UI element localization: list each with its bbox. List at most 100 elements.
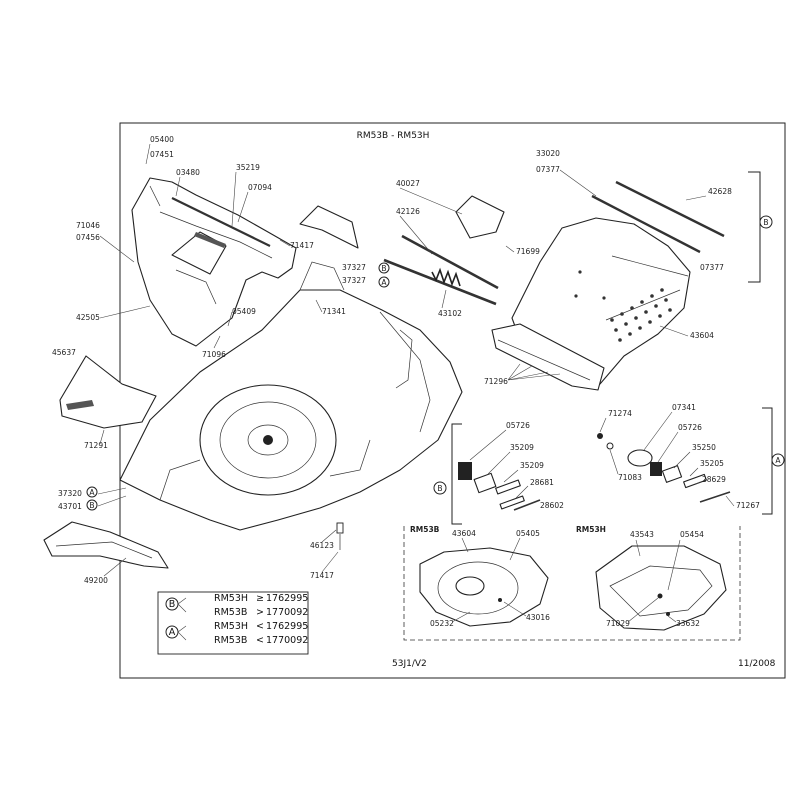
part-label: 05400: [150, 135, 174, 144]
part-label: 28629: [702, 475, 726, 484]
legend-row-3-op: <: [256, 621, 264, 632]
inset-frame: [403, 526, 741, 641]
legend-row-3-value: 1762995: [266, 621, 308, 632]
part-label: 05726: [678, 423, 702, 432]
part-label: 37327: [342, 276, 366, 285]
rod-42628: [615, 180, 725, 238]
part-label: 03480: [176, 168, 200, 177]
part-label: 49200: [84, 576, 108, 585]
part-label: 46123: [310, 541, 334, 550]
part-label: 42628: [708, 187, 732, 196]
legend-row-1-value: 1762995: [266, 593, 308, 604]
legend-b-letter: B: [169, 599, 176, 610]
callout-b-axle: B: [381, 264, 386, 273]
legend-a-letter: A: [169, 627, 176, 638]
shield-rm53h: [595, 545, 727, 631]
part-label: 07341: [672, 403, 696, 412]
part-labels: 05400 07451 03480 35219 07094 71046 0745…: [52, 135, 785, 628]
legend-row-3-model: RM53H: [214, 621, 248, 632]
part-label: 40027: [396, 179, 420, 188]
part-label: 43016: [526, 613, 550, 622]
part-label: 43102: [438, 309, 462, 318]
grass-bag: [491, 217, 691, 391]
hub-set-b: [458, 462, 541, 511]
part-label: 35205: [700, 459, 724, 468]
part-label: 43543: [630, 530, 654, 539]
part-label: 35250: [692, 443, 716, 452]
callout-b-deck: B: [89, 501, 94, 510]
part-label: 43604: [452, 529, 476, 538]
part-label: 43604: [690, 331, 714, 340]
legend-row-2-op: >: [256, 607, 264, 618]
footer-code: 53J1/V2: [392, 659, 427, 669]
part-label: 05454: [680, 530, 704, 539]
part-label: 71096: [202, 350, 226, 359]
part-label: 35219: [236, 163, 260, 172]
part-label: 05232: [430, 619, 454, 628]
hub-set-a: [597, 433, 731, 503]
part-label: 71291: [84, 441, 108, 450]
footer-date: 11/2008: [738, 659, 776, 669]
page-title: RM53B - RM53H: [357, 131, 430, 141]
part-label: 71699: [516, 247, 540, 256]
legend-row-4-op: <: [256, 635, 264, 646]
bracket-a: [762, 407, 773, 515]
callout-a-hub: A: [775, 456, 781, 465]
part-label: 35209: [520, 461, 544, 470]
part-label: 05726: [506, 421, 530, 430]
legend-row-1-model: RM53H: [214, 593, 248, 604]
flap-40027: [455, 195, 505, 239]
callout-b-bag: B: [763, 218, 768, 227]
shield-rm53b: [419, 547, 549, 627]
side-plate-stripe: [66, 400, 94, 410]
rod-03480: [171, 197, 271, 247]
part-label: 42126: [396, 207, 420, 216]
axle-42126: [401, 234, 499, 290]
part-label: 07456: [76, 233, 100, 242]
legend-row-2-model: RM53B: [214, 607, 247, 618]
axle-lower: [383, 258, 497, 306]
inset-title-rm53h: RM53H: [576, 525, 606, 534]
part-label: 28681: [530, 478, 554, 487]
part-label: 71029: [606, 619, 630, 628]
part-label: 07094: [248, 183, 272, 192]
upper-cover-42505: [131, 177, 297, 347]
legend-row-4-value: 1770092: [266, 635, 308, 646]
part-label: 71083: [618, 473, 642, 482]
side-plate-45637: [59, 355, 157, 429]
callout-a-axle: A: [381, 278, 387, 287]
part-label: 71417: [310, 571, 334, 580]
bracket-b-top: [748, 171, 761, 283]
callout-a-deck: A: [89, 488, 95, 497]
part-label: 71274: [608, 409, 632, 418]
inset-title-rm53b: RM53B: [410, 525, 440, 534]
part-label: 71341: [322, 307, 346, 316]
part-label: 07451: [150, 150, 174, 159]
part-label: 37320: [58, 489, 82, 498]
part-label: 33632: [676, 619, 700, 628]
part-label: 07377: [700, 263, 724, 272]
part-label: 71046: [76, 221, 100, 230]
bracket-b-left: [451, 423, 462, 525]
spring-43102: [431, 267, 461, 287]
part-label: 71267: [736, 501, 760, 510]
part-label: 42505: [76, 313, 100, 322]
part-label: 33020: [536, 149, 560, 158]
legend-row-4-model: RM53B: [214, 635, 247, 646]
bolt-46123: [336, 522, 344, 534]
part-label: 71417: [290, 241, 314, 250]
part-label: 07377: [536, 165, 560, 174]
part-label: 45637: [52, 348, 76, 357]
legend-row-1-op: ≥: [256, 593, 264, 604]
part-label: 37327: [342, 263, 366, 272]
part-label: 35209: [510, 443, 534, 452]
rod-33020: [591, 194, 701, 254]
main-deck: [119, 261, 463, 531]
legend-row-2-value: 1770092: [266, 607, 308, 618]
part-label: 05409: [232, 307, 256, 316]
part-label: 28602: [540, 501, 564, 510]
flap-35219: [299, 205, 359, 249]
legend-box: [157, 591, 309, 655]
deflector-49200: [43, 521, 169, 569]
